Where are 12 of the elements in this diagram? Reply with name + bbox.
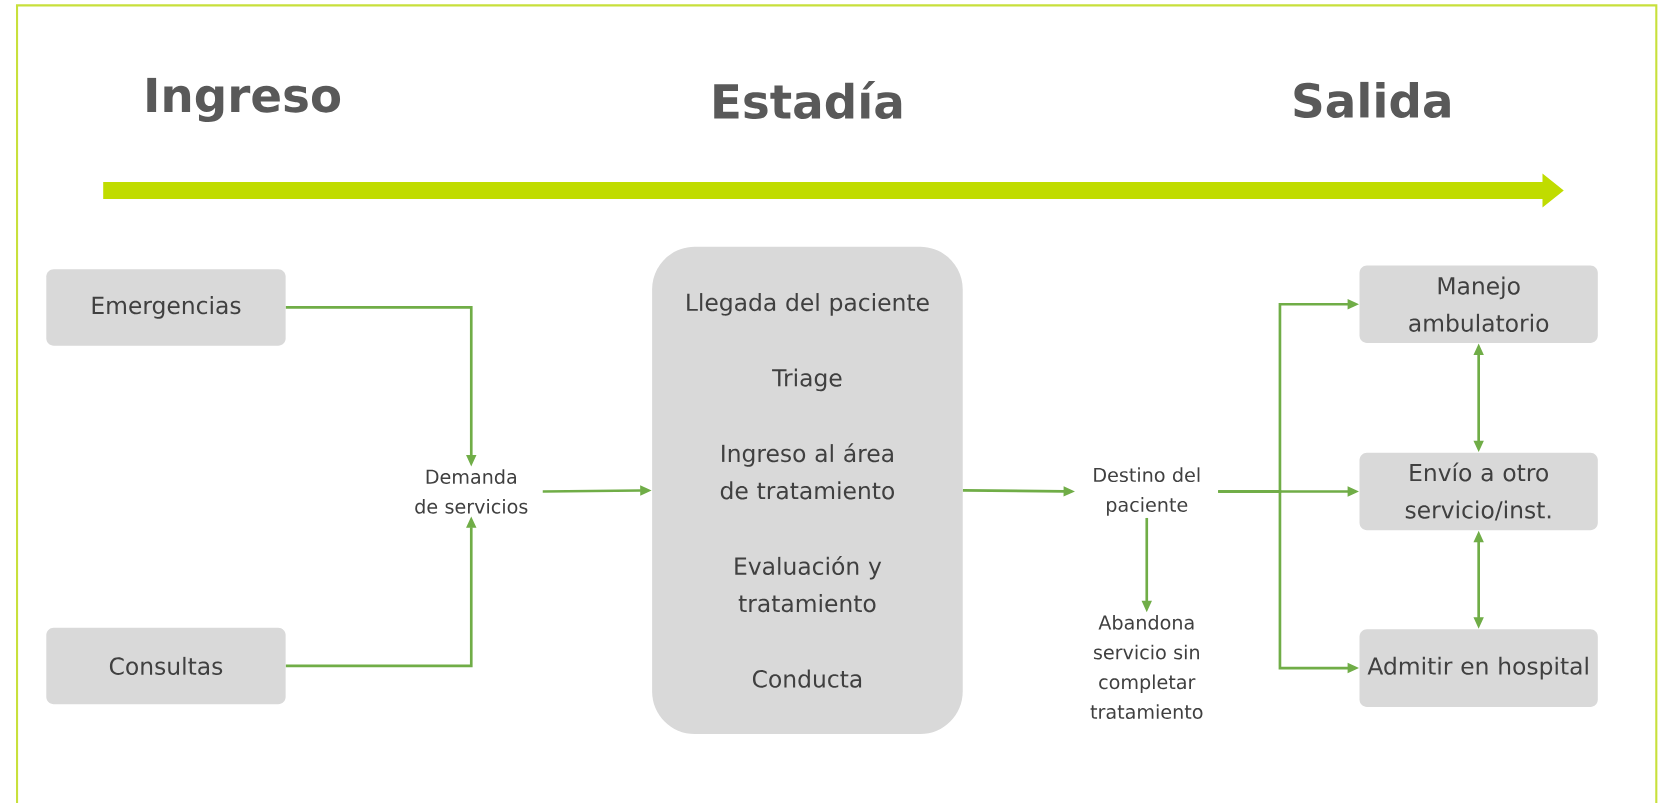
step-text: Demanda de servicios: [415, 469, 528, 514]
stage-box: Llegada del paciente Triage Ingreso al área de tratamiento Evaluación y tratamiento Conducta: [652, 246, 963, 734]
step-text: Destino del paciente: [1094, 467, 1200, 516]
stage-heading: Estadía: [714, 80, 902, 119]
stage-heading: Salida: [1294, 81, 1450, 119]
stage-heading: Ingreso: [147, 77, 341, 123]
step-text: Abandona servicio sin completar tratamiento: [1090, 614, 1203, 719]
process-box: Envío a otro servicio/inst.: [1359, 452, 1598, 531]
process-box: Consultas: [46, 627, 286, 705]
process-box: Admitir en hospital: [1359, 629, 1598, 707]
process-box: Manejo ambulatorio: [1359, 265, 1598, 343]
process-box: Emergencias: [46, 269, 286, 346]
